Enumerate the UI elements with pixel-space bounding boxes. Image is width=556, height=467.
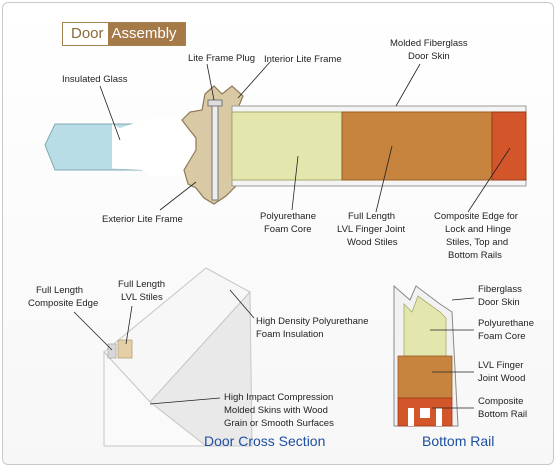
label-exterior-lite-frame: Exterior Lite Frame — [102, 214, 183, 225]
label-br-rail-1: Composite — [478, 396, 523, 407]
label-br-skin-1: Fiberglass — [478, 284, 522, 295]
lite-frame-plug-head — [207, 99, 223, 107]
lvl-wood-stile — [341, 111, 493, 181]
label-composite-edge-4: Bottom Rails — [448, 250, 502, 261]
label-composite-edge-1: Composite Edge for — [434, 211, 518, 222]
title-part-door: Door — [63, 23, 108, 45]
label-cs-lvl-stiles-1: Full Length — [118, 279, 165, 290]
top-labels: Lite Frame Plug Interior Lite Frame Mold… — [62, 38, 518, 261]
title-part-assembly: Assembly — [107, 23, 185, 45]
bottom-rail-section — [393, 284, 459, 427]
bottom-rail-notch-2 — [420, 408, 430, 418]
label-br-foam-1: Polyurethane — [478, 318, 534, 329]
label-foam-core-1: Polyurethane — [260, 211, 316, 222]
label-cs-skins-2: Molded Skins with Wood — [224, 405, 328, 416]
insulated-glass-edge — [44, 123, 112, 171]
door-assembly-section — [44, 85, 527, 205]
cross-section-leader-lines — [73, 289, 255, 405]
bottom-rail-leader-lines — [430, 297, 475, 409]
label-br-lvl-1: LVL Finger — [478, 360, 523, 371]
label-lite-frame-plug: Lite Frame Plug — [188, 53, 255, 64]
cross-section-composite-edge — [107, 343, 117, 359]
title-badge: Door Assembly — [62, 22, 186, 46]
bottom-rail-labels: Fiberglass Door Skin Polyurethane Foam C… — [478, 284, 534, 420]
cross-section-labels: Full Length Composite Edge Full Length L… — [28, 279, 368, 429]
label-br-lvl-2: Joint Wood — [478, 373, 525, 384]
label-br-foam-2: Foam Core — [478, 331, 526, 342]
label-lvl-stiles-1: Full Length — [348, 211, 395, 222]
label-lvl-stiles-3: Wood Stiles — [347, 237, 398, 248]
bottom-rail-notch-1 — [408, 408, 414, 426]
label-cs-composite-edge-2: Composite Edge — [28, 298, 98, 309]
label-lvl-stiles-2: LVL Finger Joint — [337, 224, 405, 235]
top-leader-lines — [99, 61, 511, 213]
label-molded-skin-1: Molded Fiberglass — [390, 38, 468, 49]
polyurethane-foam-core — [231, 111, 343, 181]
label-cs-foam-1: High Density Polyurethane — [256, 316, 368, 327]
label-insulated-glass: Insulated Glass — [62, 74, 128, 85]
label-cs-composite-edge-1: Full Length — [36, 285, 83, 296]
caption-bottom-rail: Bottom Rail — [422, 433, 494, 449]
caption-door-cross-section: Door Cross Section — [204, 433, 325, 449]
label-cs-lvl-stiles-2: LVL Stiles — [121, 292, 163, 303]
bottom-rail-notch-3 — [436, 408, 442, 426]
label-cs-skins-1: High Impact Compression — [224, 392, 333, 403]
label-interior-lite-frame: Interior Lite Frame — [264, 54, 342, 65]
label-foam-core-2: Foam Core — [264, 224, 312, 235]
composite-edge — [491, 111, 527, 181]
cross-section-lvl-stile — [117, 339, 133, 359]
label-br-skin-2: Door Skin — [478, 297, 520, 308]
door-cross-section — [103, 267, 253, 447]
label-cs-foam-2: Foam Insulation — [256, 329, 324, 340]
label-br-rail-2: Bottom Rail — [478, 409, 527, 420]
label-composite-edge-3: Stiles, Top and — [446, 237, 508, 248]
cross-section-front-face — [103, 350, 208, 447]
lite-frame-plug — [211, 103, 219, 201]
glass-cutaway-mask — [102, 118, 213, 176]
label-molded-skin-2: Door Skin — [408, 51, 450, 62]
bottom-rail-lvl — [397, 355, 453, 399]
label-composite-edge-2: Lock and Hinge — [445, 224, 511, 235]
label-cs-skins-3: Grain or Smooth Surfaces — [224, 418, 334, 429]
bottom-rail-composite — [397, 397, 453, 427]
